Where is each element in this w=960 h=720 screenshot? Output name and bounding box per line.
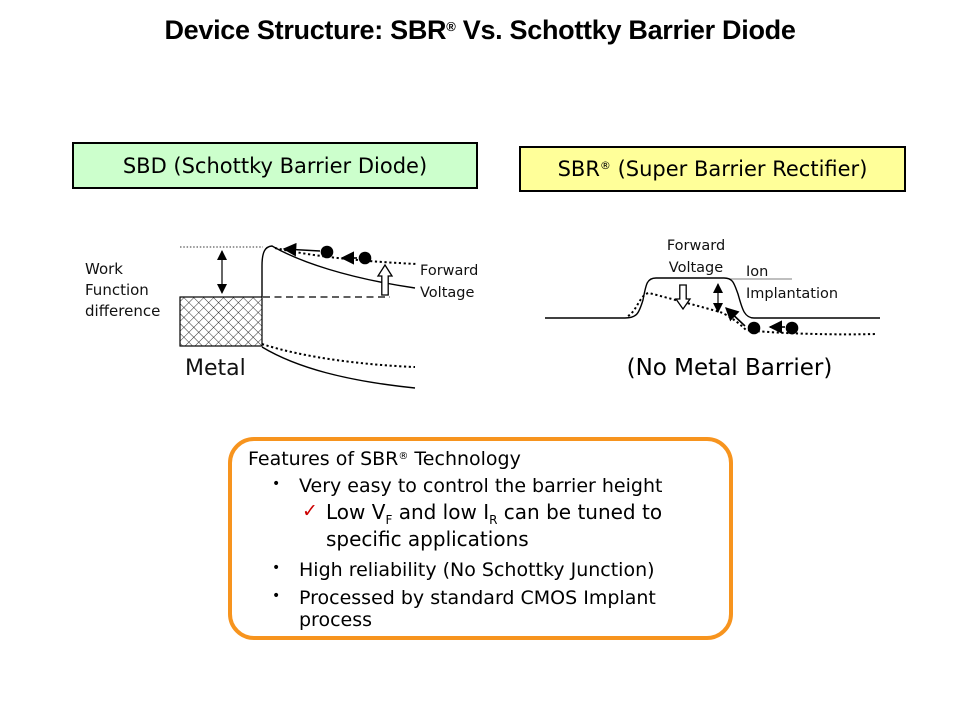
- feature-bullet-2: • High reliability (No Schottky Junction…: [232, 559, 729, 582]
- feature-bullet-1: • Very easy to control the barrier heigh…: [232, 475, 729, 498]
- feature-bullet-2-text: High reliability (No Schottky Junction): [299, 558, 655, 581]
- registered-mark: ®: [398, 451, 409, 462]
- feature-check-text-line2: specific applications: [326, 527, 529, 552]
- check-icon: ✓: [302, 499, 318, 522]
- subscript-R: R: [489, 512, 498, 527]
- work-function-label-line1: Work: [85, 260, 123, 278]
- sbr-forward-voltage-label-line1: Forward: [667, 238, 725, 254]
- registered-mark: ®: [599, 159, 611, 172]
- no-metal-barrier-caption: (No Metal Barrier): [626, 355, 833, 381]
- electron-injection-arrow: [725, 307, 746, 327]
- metal-region: [179, 296, 263, 347]
- ion-implantation-label-line2: Implantation: [746, 286, 838, 302]
- slide-title-text2: Vs. Schottky Barrier Diode: [455, 15, 796, 45]
- sbr-header-label: SBR® (Super Barrier Rectifier): [557, 157, 868, 181]
- feature-bullet-3-text-line2: process: [299, 609, 373, 632]
- valence-band-dotted-curve: [261, 343, 416, 368]
- header-box-sbr: SBR® (Super Barrier Rectifier): [519, 146, 906, 192]
- forward-voltage-label-line1: Forward: [420, 263, 478, 279]
- electron-dot: [358, 251, 372, 265]
- slide-title: Device Structure: SBR® Vs. Schottky Barr…: [0, 15, 960, 46]
- bullet-icon: •: [272, 476, 281, 492]
- metal-label: Metal: [185, 356, 246, 381]
- sbr-band-solid-curve: [545, 277, 880, 319]
- forward-voltage-up-arrow: [376, 263, 394, 296]
- sbd-band-diagram: Work Function difference Metal Forward V…: [85, 242, 478, 389]
- ion-implantation-label-line1: Ion: [746, 264, 768, 280]
- conduction-band-solid-curve: [261, 245, 416, 297]
- work-function-label-line3: difference: [85, 302, 160, 320]
- electron-dot: [320, 245, 334, 259]
- features-box: Features of SBR® Technology • Very easy …: [228, 437, 733, 640]
- sbr-forward-voltage-label-line2: Voltage: [669, 260, 723, 276]
- subscript-F: F: [385, 512, 393, 527]
- features-heading: Features of SBR® Technology: [248, 448, 521, 470]
- bullet-icon: •: [272, 559, 281, 576]
- valence-band-solid-curve: [261, 346, 416, 389]
- sbd-header-label: SBD (Schottky Barrier Diode): [122, 153, 428, 178]
- feature-bullet-1-text: Very easy to control the barrier height: [299, 475, 663, 497]
- work-function-label-line2: Function: [85, 281, 149, 299]
- electron-arrow: [282, 242, 321, 257]
- header-box-sbd: SBD (Schottky Barrier Diode): [72, 142, 478, 189]
- registered-mark: ®: [446, 19, 456, 34]
- forward-voltage-label-line2: Voltage: [420, 285, 474, 301]
- slide-title-text: Device Structure: SBR: [164, 15, 447, 45]
- forward-voltage-down-arrow: [674, 284, 692, 311]
- electron-dot: [785, 321, 799, 335]
- bullet-icon: •: [272, 587, 281, 604]
- electron-dot: [747, 321, 761, 335]
- sbr-band-diagram: Forward Voltage Ion Implantation: [545, 238, 880, 336]
